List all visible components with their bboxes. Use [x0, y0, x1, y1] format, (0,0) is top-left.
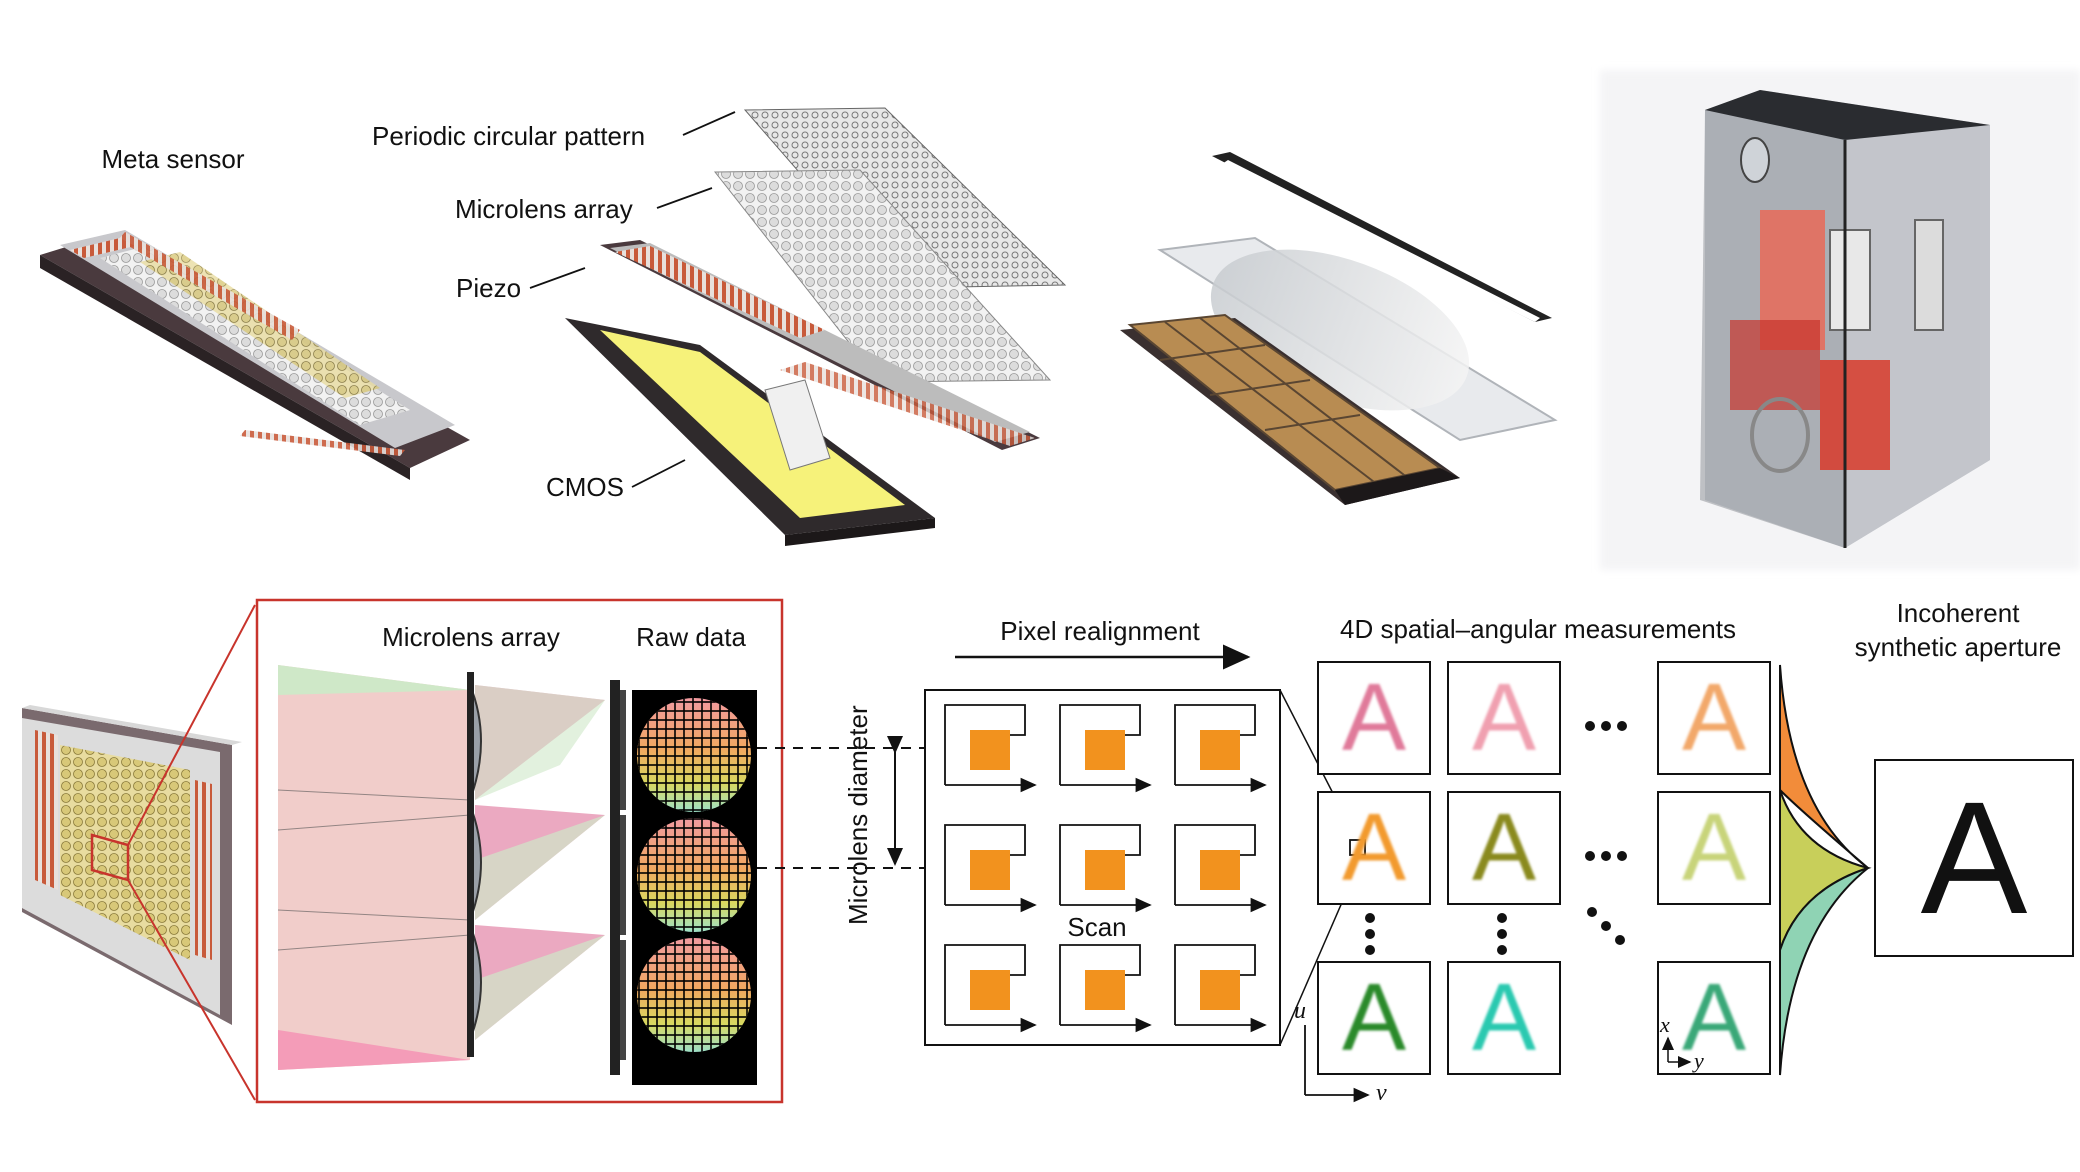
- meta-sensor-tile: [22, 604, 256, 1101]
- scan-cell: [1059, 704, 1152, 793]
- scan-pixel: [1085, 970, 1125, 1010]
- scan-grid: [924, 689, 1281, 1046]
- exploded-sensor-illustration: [565, 107, 1067, 546]
- measurement-tile: [1447, 961, 1561, 1075]
- synthetic-aperture-label-line2: synthetic aperture: [1854, 632, 2062, 662]
- measurement-letter: A: [1341, 964, 1407, 1071]
- xy-axes: [1662, 1036, 1692, 1068]
- camera-housing-illustration: [1600, 70, 2080, 570]
- meta-sensor-label: Meta sensor: [101, 144, 245, 174]
- meta-sensor-illustration: [40, 230, 470, 480]
- scan-pixel: [1085, 730, 1125, 770]
- scan-pixel: [970, 970, 1010, 1010]
- synthetic-aperture-fan: [1779, 664, 1872, 1076]
- pixel-realignment-label: Pixel realignment: [1000, 616, 1200, 646]
- result-letter: A: [1920, 768, 2028, 947]
- uv-axes: [1304, 1025, 1370, 1103]
- measurement-tile: [1317, 661, 1431, 775]
- measurement-letter: A: [1471, 664, 1537, 771]
- scan-label: Scan: [1067, 912, 1127, 942]
- zoom-optics-panel: [255, 598, 784, 1104]
- scan-pixel: [1200, 850, 1240, 890]
- scan-cell: [1174, 824, 1267, 913]
- microlens-diameter-label: Microlens diameter: [843, 705, 873, 925]
- diameter-indicator: [757, 736, 930, 869]
- scan-cell: [1174, 704, 1267, 793]
- axis-u-label: u: [1294, 998, 1306, 1024]
- measurement-tile: [1447, 791, 1561, 905]
- scan-cell: [1059, 944, 1152, 1033]
- periodic-pattern-label: Periodic circular pattern: [372, 121, 646, 151]
- scan-cell: [944, 824, 1037, 913]
- raw-data-label: Raw data: [636, 622, 746, 652]
- bottom-microlens-array-label: Microlens array: [382, 622, 560, 652]
- highlight-box: [1349, 839, 1366, 856]
- leader-lines: [529, 111, 736, 488]
- measurement-letter: A: [1341, 664, 1407, 771]
- cmos-label: CMOS: [546, 472, 624, 502]
- piezo-label: Piezo: [456, 273, 522, 303]
- scan-cell: [944, 704, 1037, 793]
- scan-pixel: [970, 730, 1010, 770]
- measurement-letter: A: [1341, 794, 1407, 901]
- scan-pixel: [970, 850, 1010, 890]
- measurement-letter: A: [1681, 794, 1747, 901]
- scan-cell: [1059, 824, 1152, 913]
- measurements-title: 4D spatial–angular measurements: [1340, 614, 1736, 644]
- measurement-letter: A: [1681, 964, 1747, 1071]
- scan-pixel: [1200, 970, 1240, 1010]
- synthetic-aperture-label-line1: Incoherent: [1896, 598, 2020, 628]
- axis-x-label: x: [1660, 1012, 1670, 1037]
- measurement-grid: [1317, 661, 1771, 1075]
- top-microlens-array-label: Microlens array: [455, 194, 633, 224]
- axis-y-label: y: [1694, 1048, 1704, 1073]
- measurement-tile: [1657, 791, 1771, 905]
- measurement-letter: A: [1681, 664, 1747, 771]
- measurement-tile: [1657, 661, 1771, 775]
- microlens-array-layer: [713, 169, 1052, 383]
- measurement-letter: A: [1471, 964, 1537, 1071]
- scan-cell: [1174, 944, 1267, 1033]
- measurement-tile: [1447, 661, 1561, 775]
- scan-pixel: [1085, 850, 1125, 890]
- lens-module-illustration: [1120, 152, 1558, 505]
- measurement-tile: [1317, 961, 1431, 1075]
- measurement-letter: A: [1471, 794, 1537, 901]
- axis-v-label: v: [1376, 1080, 1387, 1106]
- measurement-tile: [1317, 791, 1431, 905]
- ellipsis-dots: [1365, 721, 1627, 955]
- result-box: [1874, 759, 2074, 957]
- scan-cell: [944, 944, 1037, 1033]
- scan-pixel: [1200, 730, 1240, 770]
- measurement-tile: [1657, 961, 1771, 1075]
